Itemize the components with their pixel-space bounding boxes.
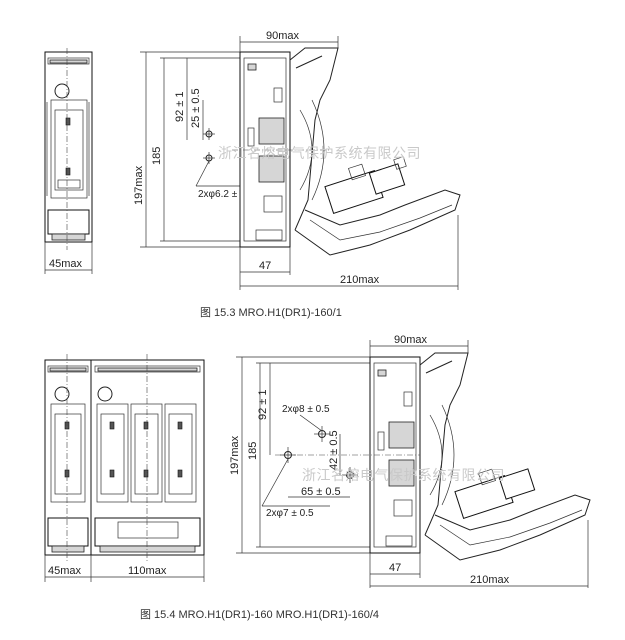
dim-front-width-1: 45max: [48, 565, 82, 577]
dim-hole-dia-top: 2xφ8 ± 0.5: [282, 404, 330, 415]
dim-height-total-2: 197max: [229, 435, 241, 475]
dim-front-width-4: 110max: [128, 565, 167, 577]
dim-height-inner-2: 185: [247, 442, 259, 460]
mount-hole-right: [342, 467, 358, 483]
caption-15-4: 图 15.4 MRO.H1(DR1)-160 MRO.H1(DR1)-160/4: [140, 608, 379, 621]
mount-hole-upper: [314, 426, 330, 442]
dim-depth-open: 210max: [340, 274, 380, 286]
dim-hole-spacing-h: 65 ± 0.5: [301, 486, 341, 498]
dim-hole-dia-bottom: 2xφ7 ± 0.5: [266, 508, 314, 519]
dim-height-mount-2: 92 ± 1: [257, 389, 269, 420]
watermark-bottom: 浙江名熔电气保护系统有限公司: [302, 467, 505, 483]
dim-width-top-2: 90max: [394, 334, 428, 346]
dim-height-mount: 92 ± 1: [174, 91, 186, 122]
dim-depth-open-2: 210max: [470, 574, 510, 586]
figure-15-4: 45max 110max 197max 185 92 ± 1 2xφ8: [44, 334, 591, 621]
front-view-four-pole: [90, 354, 205, 562]
dim-hole-spacing: 25 ± 0.5: [190, 88, 202, 128]
side-view-single: [232, 47, 461, 256]
dim-hole-dia: 2xφ6.2 ± 0.5: [198, 189, 254, 200]
front-view-single-2: [44, 354, 92, 562]
dim-depth-base: 47: [259, 260, 271, 272]
dim-width-top: 90max: [266, 30, 300, 42]
watermark-top: 浙江名熔电气保护系统有限公司: [218, 145, 421, 161]
front-view-single: [44, 48, 93, 250]
dim-hole-spacing-v: 42 ± 0.5: [328, 430, 340, 470]
dim-front-width: 45max: [49, 258, 83, 270]
caption-15-3: 图 15.3 MRO.H1(DR1)-160/1: [200, 306, 342, 319]
side-view-four-pole: [275, 352, 591, 561]
mount-hole-top: [203, 128, 215, 140]
dim-depth-base-2: 47: [389, 562, 401, 574]
mount-hole-bottom: [203, 152, 215, 164]
dim-height-inner: 185: [151, 147, 163, 165]
figure-15-3: 45max 197max 185 92 ± 1 25 ± 0.5 2xφ6.2 …: [44, 30, 461, 319]
dim-height-total: 197max: [133, 165, 145, 205]
